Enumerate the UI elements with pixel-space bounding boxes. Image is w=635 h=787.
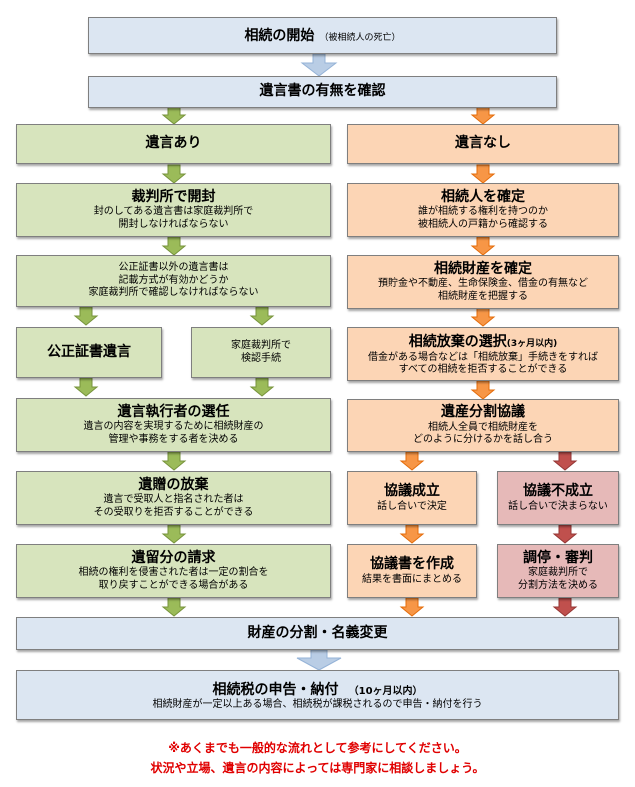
agreement-doc-title: 協議書を作成 [370,556,454,572]
arrow-assets-to-renounce [471,307,495,327]
will-yes-box: 遺言あり [16,124,331,164]
other-will-line-1: 公正証書以外の遺言書は [118,262,229,274]
division-title: 遺産分割協議 [441,404,525,421]
start-sub: （被相続人の死亡） [319,33,401,44]
arrow-other-to-probate [250,306,274,326]
reserved-line-2: 取り戻すことができる場合がある [98,579,249,591]
arrow-will-no-to-heirs [471,164,495,184]
not-agreed-title: 協議不成立 [523,483,593,499]
probate-box: 家庭裁判所で 検認手続 [191,327,331,378]
check-will-title: 遺言書の有無を確認 [259,83,386,100]
assets-line-1: 預貯金や不動産、生命保険金、借金の有無など [378,278,588,290]
arrow-check-to-will-yes [162,105,186,125]
mediation-title: 調停・審判 [523,549,593,566]
note-line-1: ※あくまでも一般的な流れとして参考にしてください。 [168,741,467,755]
reserved-box: 遺留分の請求 相続の権利を侵害された者は一定の割合を 取り戻すことができる場合が… [16,544,331,598]
division-line-1: 相続人全員で相続財産を [428,421,538,433]
reserved-title: 遺留分の請求 [131,549,216,566]
waiver-box: 遺贈の放棄 遺言で受取人と指名された者は その受取りを拒否することができる [16,471,331,525]
check-will-box: 遺言書の有無を確認 [88,76,557,108]
arrow-not-agreed-to-mediation [553,524,577,544]
assets-line-2: 相続財産を把握する [438,290,528,302]
other-will-box: 公正証書以外の遺言書は 記載方式が有効かどうか 家庭裁判所で確認しなければならな… [16,255,331,307]
start-title: 相続の開始 [244,28,315,45]
arrow-executor-to-waiver [162,451,186,471]
arrow-waiver-to-reserved [162,524,186,544]
court-open-line-1: 封のしてある遺言書は家庭裁判所で [93,206,254,218]
probate-line-2: 検認手続 [241,352,281,364]
executor-title: 遺言執行者の選任 [117,403,230,420]
waiver-title: 遺贈の放棄 [138,476,209,493]
notarized-title: 公正証書遺言 [47,343,131,360]
executor-line-1: 遺言の内容を実現するために相続財産の [83,421,264,433]
tax-title-sub: （10ヶ月以内） [348,685,423,697]
executor-line-2: 管理や事務をする者を決める [108,433,239,445]
renounce-box: 相続放棄の選択(3ヶ月以内) 借金がある場合などは「相続放棄」手続きをすれば す… [347,327,619,381]
other-will-line-3: 家庭裁判所で確認しなければならない [88,287,259,299]
waiver-line-1: 遺言で受取人と指名された者は [103,494,244,506]
arrow-other-to-notarized [74,306,98,326]
heirs-box: 相続人を確定 誰が相続する権利を持つのか 被相続人の戸籍から確認する [347,183,619,237]
arrow-division-to-not-agreed [553,451,577,471]
arrow-doc-to-transfer [400,597,424,617]
mediation-line-2: 分割方法を決める [518,579,598,591]
reserved-line-1: 相続の権利を侵害された者は一定の割合を [78,567,269,579]
court-open-box: 裁判所で開封 封のしてある遺言書は家庭裁判所で 開封しなければならない [16,183,331,237]
arrow-division-to-agreed [400,451,424,471]
renounce-title-sub: (3ヶ月以内) [506,339,558,350]
arrow-start-to-check [300,53,338,77]
arrow-reserved-to-transfer [162,597,186,617]
note-line-2: 状況や立場、遺言の内容によっては専門家に相談しましょう。 [150,761,485,775]
arrow-renounce-to-division [471,380,495,400]
transfer-box: 財産の分割・名義変更 [16,617,619,650]
arrow-notarized-to-executor [74,377,98,397]
arrow-check-to-will-no [471,105,495,125]
arrow-mediation-to-transfer [553,597,577,617]
mediation-box: 調停・審判 家庭裁判所で 分割方法を決める [497,544,619,598]
arrow-will-yes-to-court [162,164,186,184]
heirs-title: 相続人を確定 [441,188,525,205]
other-will-line-2: 記載方式が有効かどうか [118,274,229,286]
heirs-line-2: 被相続人の戸籍から確認する [418,218,548,230]
agreement-doc-box: 協議書を作成 結果を書面にまとめる [347,544,477,598]
heirs-line-1: 誰が相続する権利を持つのか [418,206,548,218]
tax-box: 相続税の申告・納付 （10ヶ月以内） 相続財産が一定以上ある場合、相続税が課税さ… [16,670,619,720]
agreed-line-1: 話し合いで決定 [377,500,447,512]
mediation-line-1: 家庭裁判所で [528,567,588,579]
not-agreed-line-1: 話し合いで決まらない [508,500,608,512]
arrow-heirs-to-assets [471,236,495,256]
executor-box: 遺言執行者の選任 遺言の内容を実現するために相続財産の 管理や事務をする者を決め… [16,398,331,452]
division-line-2: どのように分けるかを話し合う [413,434,553,446]
will-yes-header: 遺言あり [145,135,202,152]
will-no-box: 遺言なし [347,124,619,164]
agreed-box: 協議成立 話し合いで決定 [347,471,477,525]
arrow-agreed-to-doc [400,524,424,544]
renounce-line-1: 借金がある場合などは「相続放棄」手続きをすれば [368,351,598,363]
assets-box: 相続財産を確定 預貯金や不動産、生命保険金、借金の有無など 相続財産を把握する [347,255,619,309]
court-open-line-2: 開封しなければならない [118,218,229,230]
not-agreed-box: 協議不成立 話し合いで決まらない [497,471,619,525]
assets-title: 相続財産を確定 [434,260,532,277]
arrow-probate-to-executor [250,377,274,397]
start-box: 相続の開始 （被相続人の死亡） [88,17,557,54]
arrow-court-to-other-will [162,236,186,256]
court-open-title: 裁判所で開封 [131,188,216,205]
arrow-transfer-to-tax [296,649,342,671]
agreement-doc-line-1: 結果を書面にまとめる [362,573,462,585]
waiver-line-2: その受取りを拒否することができる [93,506,254,518]
transfer-title: 財産の分割・名義変更 [247,624,388,641]
will-no-header: 遺言なし [455,135,511,152]
tax-line-1: 相続財産が一定以上ある場合、相続税が課税されるので申告・納付を行う [152,699,483,710]
renounce-line-2: すべての相続を拒否することができる [398,364,568,376]
tax-title: 相続税の申告・納付 [212,681,339,698]
division-box: 遺産分割協議 相続人全員で相続財産を どのように分けるかを話し合う [347,399,619,452]
agreed-title: 協議成立 [384,483,440,499]
renounce-title: 相続放棄の選択 [408,334,507,351]
probate-line-1: 家庭裁判所で [231,340,291,351]
notarized-box: 公正証書遺言 [16,327,162,378]
